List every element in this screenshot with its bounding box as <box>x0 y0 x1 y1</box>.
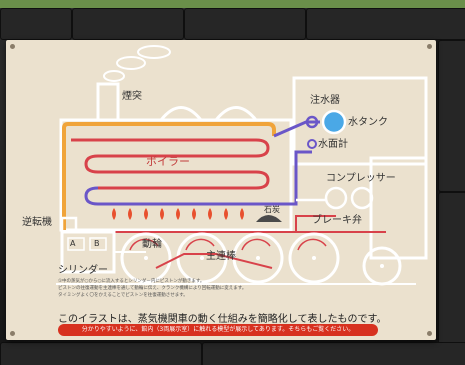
smoke-puff <box>116 56 146 70</box>
label-valve-a: A <box>70 239 76 248</box>
feed-pipe <box>273 120 320 138</box>
tender-wheel-hub <box>380 264 384 268</box>
water-tank-icon <box>321 109 347 135</box>
label-boiler: ボイラー <box>146 155 190 168</box>
wall-brick <box>306 8 465 40</box>
cab-outline <box>292 76 428 166</box>
compressor-cylinder <box>350 186 374 210</box>
coal-pile <box>256 215 282 222</box>
wall-brick <box>438 192 465 364</box>
chimney-outline <box>96 82 120 122</box>
description-text: このイラストは、蒸気機関車の動く仕組みを簡略化して表したものです。 <box>58 314 387 325</box>
locomotive-diagram <box>56 45 428 286</box>
water-pipe <box>268 150 312 206</box>
wheel-rotation-arrows <box>129 238 327 251</box>
label-water-tank: 水タンク <box>348 117 388 128</box>
sand-dome <box>214 106 258 121</box>
label-cylinder: シリンダー <box>58 265 108 276</box>
sign-board: 煙突 ボイラー 注水器 水タンク 水面計 コンプレッサー ブレーキ弁 石炭 逆転… <box>6 40 436 340</box>
label-water-gauge: 水面計 <box>318 139 348 150</box>
steam-dome <box>159 106 203 121</box>
boiler-tube-purple <box>84 186 268 206</box>
board-pin <box>10 44 15 49</box>
board-pin <box>427 331 432 336</box>
label-compressor: コンプレッサー <box>326 173 396 184</box>
boiler-shell <box>59 118 293 232</box>
boiler-tube-red <box>71 138 270 158</box>
label-chimney: 煙突 <box>122 91 142 102</box>
wall-top-strip <box>0 0 465 8</box>
wall-brick <box>0 342 202 365</box>
note-line: ピストンの往復運動を主連棒を通して動輪に伝え、クランク機構により回転運動に変えま… <box>58 286 247 291</box>
valve-a-box <box>67 237 85 251</box>
label-drive-wheel: 動輪 <box>142 239 162 250</box>
label-brake-valve: ブレーキ弁 <box>312 215 362 226</box>
steam-pipe <box>62 122 276 230</box>
firebox-flames <box>112 208 244 220</box>
wall-brick <box>72 8 184 40</box>
wall-brick <box>0 8 72 40</box>
label-injector: 注水器 <box>310 95 340 106</box>
smoke-puff <box>137 45 171 59</box>
water-gauge-icon <box>307 139 317 149</box>
brake-pipe <box>295 215 336 232</box>
label-main-rod: 主連棒 <box>206 251 236 262</box>
reverser-box <box>60 216 78 234</box>
wall-brick <box>438 40 465 192</box>
wall-brick <box>202 342 465 365</box>
label-reverser: 逆転機 <box>22 217 52 228</box>
compressor-cylinder <box>324 186 348 210</box>
board-pin <box>10 331 15 336</box>
note-line: タイミングよく〇をかえることでピストンを往復運動させます。 <box>58 293 188 298</box>
smoke-puff <box>103 70 125 82</box>
label-valve-b: B <box>94 239 100 248</box>
wall-brick <box>184 8 306 40</box>
note-line: ①中の蒸気が○から○に流入するとシリンダー内にピストンが動きます。 <box>58 279 205 284</box>
model-notice-banner: 分かりやすいように、館内（3両展示室）に触れる模型が展示してあります。そちらもご… <box>58 324 378 336</box>
wheel-hubs <box>144 256 316 260</box>
valve-b-box <box>89 237 107 251</box>
main-rod-line <box>155 253 273 269</box>
board-pin <box>427 44 432 49</box>
boiler-tube-red <box>84 154 270 190</box>
label-coal: 石炭 <box>264 205 280 214</box>
injector-icon <box>305 115 319 129</box>
